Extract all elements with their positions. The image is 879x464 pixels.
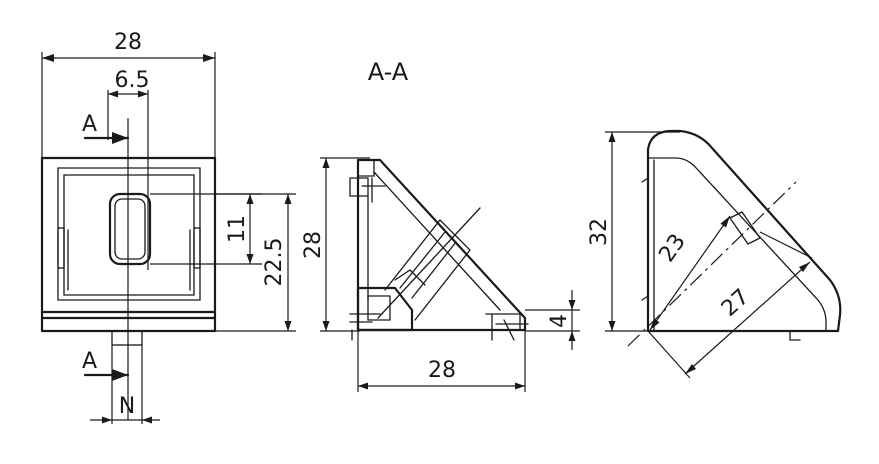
section-marker-top: A — [82, 112, 97, 137]
nut-label: N — [119, 394, 135, 419]
side-inner-diagonal-label: 23 — [654, 230, 691, 267]
front-offset-label: 6.5 — [115, 68, 150, 93]
side-view: 32 23 27 — [587, 129, 842, 379]
side-height-label: 32 — [587, 218, 612, 246]
side-outline — [646, 129, 842, 333]
front-slot — [108, 192, 152, 266]
slot-position-label: 22.5 — [262, 238, 287, 287]
section-marker-bottom: A — [82, 349, 97, 374]
section-title: A-A — [368, 58, 409, 86]
front-view: 28 6.5 A A — [40, 30, 296, 424]
section-thickness-label: 4 — [547, 314, 572, 328]
section-width-label: 28 — [428, 358, 456, 383]
section-height-label: 28 — [301, 231, 326, 259]
front-width-label: 28 — [114, 30, 142, 55]
section-view: A-A 28 28 — [301, 58, 580, 392]
slot-height-label: 11 — [225, 215, 250, 243]
